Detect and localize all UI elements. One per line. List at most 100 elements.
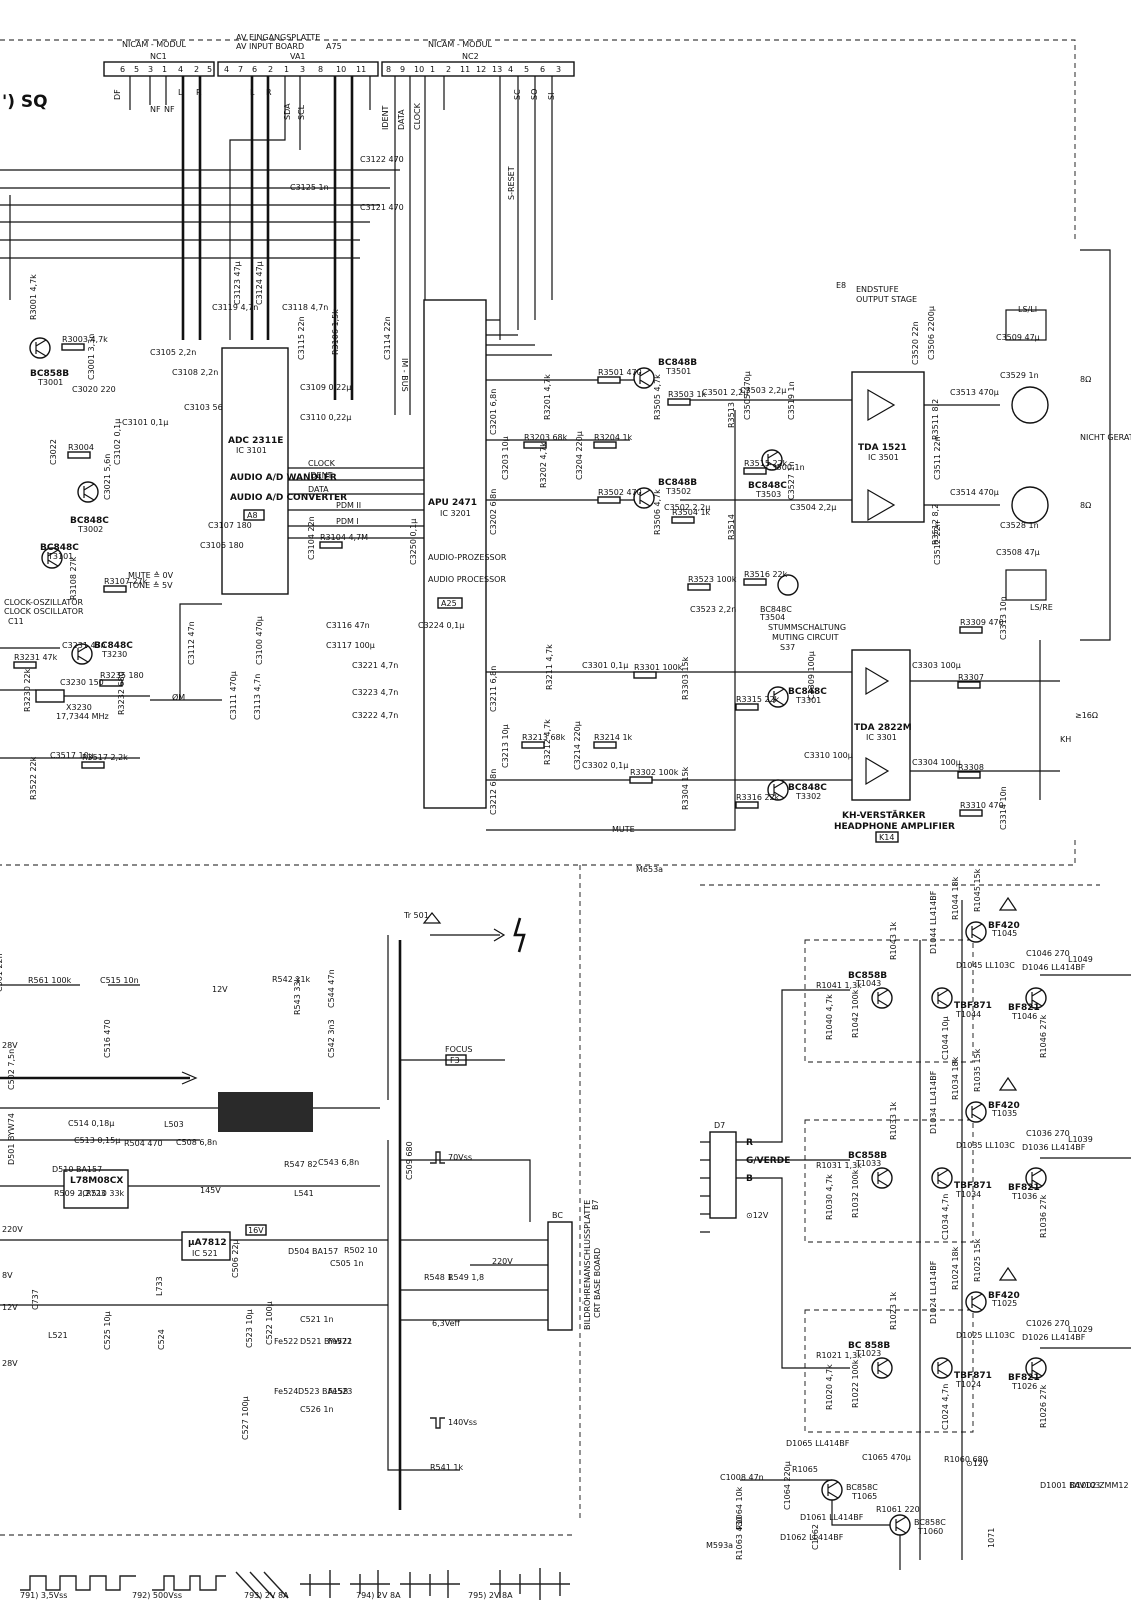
resistor-body <box>959 809 983 817</box>
rgb-r-b: R1042 100k <box>851 989 860 1038</box>
connector-signal: SCL <box>297 104 306 120</box>
resistor-label: R3506 4,7k <box>653 489 662 535</box>
va1-pin: 7 <box>238 65 243 74</box>
av-board-sub: VA1 <box>290 52 306 61</box>
nc2-pin: 12 <box>476 65 486 74</box>
capacitor-label: C3511 22n <box>933 436 942 480</box>
waveform-70vss <box>430 1151 445 1164</box>
resistor-label: R3512 8,2 <box>931 504 940 545</box>
transistor-t3502-symbol <box>633 487 655 509</box>
capacitor-label: C3221 4,7n <box>352 661 398 670</box>
psu-part: C502 7,5n <box>7 1049 16 1090</box>
transistor-t3001-leads <box>35 339 47 357</box>
transistor-t3501-leads <box>639 369 651 387</box>
nc2-pin: 3 <box>556 65 561 74</box>
nc1-pin: 1 <box>162 65 167 74</box>
va1-pin: 6 <box>252 65 257 74</box>
nc1-audio-lr-bus <box>181 76 202 340</box>
bus-ident: IDENT <box>308 471 333 480</box>
rgb-stages: BC858BT1043TBF871T1044BF420T1045BF821T10… <box>804 868 1093 1433</box>
rgb-r-c: R1023 1k <box>889 1291 898 1330</box>
oscillogram-trace <box>300 1570 390 1598</box>
capacitor-label: C3512 22n <box>933 521 942 565</box>
rgb-warning-icon <box>998 1266 1018 1281</box>
resistor-label: R3106 1,5k <box>331 309 340 355</box>
d7-connector <box>709 1131 737 1219</box>
rgb-stage-frame <box>804 939 974 1063</box>
resistor-body <box>13 661 37 669</box>
nicam-left-sub: NC1 <box>150 52 167 61</box>
capacitor-label: C3107 180 <box>208 521 252 530</box>
connector-signal: NF <box>150 105 161 114</box>
resistor-label: R3302 100k <box>630 768 679 777</box>
capacitor-label: C3527 1n <box>787 461 796 500</box>
tr501-arrow <box>430 928 506 942</box>
psu-voltage: 28V <box>2 1041 18 1050</box>
resistor-label: R3001 4,7k <box>29 274 38 320</box>
nc2-pin: 5 <box>524 65 529 74</box>
rgb-d-c: D1036 LL414BF <box>1022 1143 1086 1152</box>
capacitor-label: C3202 6,8n <box>489 489 498 535</box>
headphone-input-wires <box>640 671 852 781</box>
resistor-label: R3511 8,2 <box>931 399 940 440</box>
adc-ic-body <box>221 347 289 595</box>
apu-desc-de: AUDIO-PROZESSOR <box>428 553 507 562</box>
resistor-label: R3004 <box>68 443 94 452</box>
rgb-bottom-part: R1060 680 <box>944 1455 988 1464</box>
d7-pin-wires <box>700 1141 710 1233</box>
psu-part: D521 BYW72 <box>300 1337 352 1346</box>
rgb-bottom-part: T1065 <box>851 1492 877 1501</box>
rgb-out-symbol <box>1025 987 1047 1009</box>
transistor-t3101-symbol <box>41 547 63 569</box>
nc1-pin: 3 <box>148 65 153 74</box>
va1-lr-bus-2 <box>333 76 354 400</box>
connector-signal: SDA <box>283 103 292 120</box>
resistor-label: R3309 470 <box>960 618 1004 627</box>
t3504-ref: T3504 <box>759 613 785 622</box>
rgb-mid-type: TBF871 <box>954 1181 992 1191</box>
psu-part: C542 3n3 <box>327 1019 336 1058</box>
psu-part: R548 1 <box>424 1273 452 1282</box>
adc-ic-ref: IC 3101 <box>236 446 267 455</box>
resistor-label: R3231 47k <box>14 653 58 662</box>
psu-part: C506 22µ <box>231 1239 240 1278</box>
psu-part: L521 <box>48 1331 68 1340</box>
resistor-body <box>319 541 343 549</box>
psu-part: C527 100µ <box>241 1396 250 1440</box>
psu-part: C514 0,18µ <box>68 1119 114 1128</box>
transistor-ref: T3302 <box>795 792 821 801</box>
capacitor-label: C3309 100µ <box>807 651 816 700</box>
rgb-r-d: R1034 18k <box>951 1056 960 1100</box>
capacitor-label: C3509 47µ <box>996 333 1040 342</box>
rgb-out-type: BF821 <box>1008 1183 1040 1193</box>
psu-part: D504 BA157 <box>288 1247 338 1256</box>
rgb-bottom-part: R1064 10k <box>735 1486 744 1530</box>
resistor-label: R3310 470 <box>960 801 1004 810</box>
resistor-label: R3003 4,7k <box>62 335 108 344</box>
rgb-r-b: R1022 100k <box>851 1359 860 1408</box>
rgb-mid-symbol <box>931 987 953 1009</box>
va1-pin: 4 <box>224 65 229 74</box>
rgb-r-f: R1036 27k <box>1039 1194 1048 1238</box>
psu-part: C543 6,8n <box>318 1158 359 1167</box>
headphone-de: KH-VERSTÄRKER <box>842 810 926 821</box>
ls-right-connector <box>1005 569 1047 601</box>
nc2-pin: 2 <box>446 65 451 74</box>
right-edge-connector <box>1080 249 1111 641</box>
psu-part: R549 1,8 <box>448 1273 484 1282</box>
capacitor-label: C3100 470µ <box>255 616 264 665</box>
headphone-kh: KH <box>1060 735 1071 744</box>
adc-ref-box <box>243 509 265 521</box>
psu-part: R502 10 <box>344 1246 378 1255</box>
rgb-top-symbol <box>965 921 987 943</box>
psu-part: D510 BA157 <box>52 1165 102 1174</box>
rgb-mid-ref: T1034 <box>955 1190 981 1199</box>
capacitor-label: C3001 3,3n <box>87 334 96 380</box>
apu-ref: A25 <box>441 599 457 608</box>
driver-to-amp-wires <box>680 399 852 501</box>
resistor-body <box>959 626 983 634</box>
speaker-right-ohm: 8Ω <box>1080 501 1091 510</box>
